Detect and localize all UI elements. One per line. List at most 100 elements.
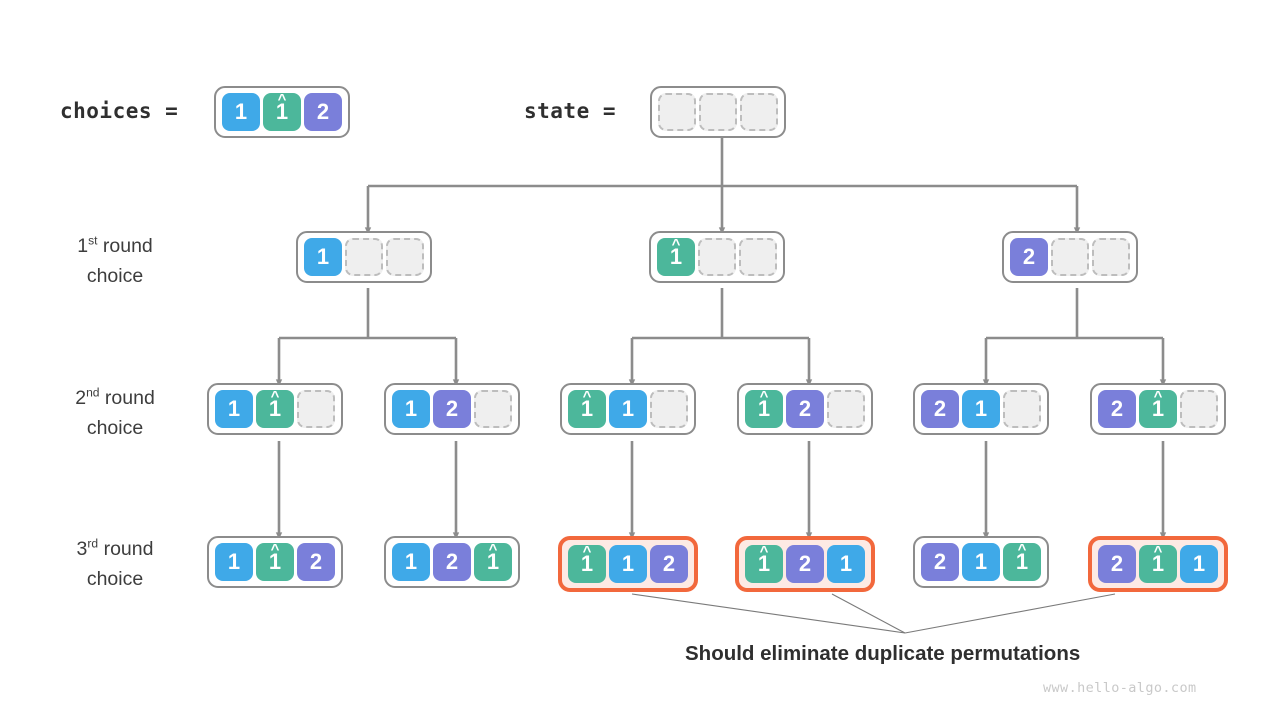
hat-value-glyph: ^1	[580, 389, 594, 421]
cell-label: 1	[486, 549, 500, 574]
cell-value-1: 1	[392, 390, 430, 428]
round-1-line2: choice	[86, 264, 144, 287]
cell-empty	[1092, 238, 1130, 276]
cell-empty	[386, 238, 424, 276]
cell-value-2: 2	[433, 390, 471, 428]
cell-empty	[658, 93, 696, 131]
cell-label: 1	[1151, 551, 1165, 576]
cell-empty	[297, 390, 335, 428]
cell-value-2: 2	[297, 543, 335, 581]
cell-empty	[827, 390, 865, 428]
hat-value-glyph: ^1	[1015, 542, 1029, 574]
round-3-rest: round	[98, 538, 154, 560]
cell-label: 1	[268, 396, 282, 421]
hat-value-glyph: ^1	[276, 92, 288, 123]
cell-label: 1	[1151, 396, 1165, 421]
state-node-round2-6: 2 ^1	[1090, 383, 1226, 435]
cell-value-1-hat: ^1	[568, 543, 606, 583]
state-array	[650, 86, 786, 138]
cell-label: 1	[757, 396, 771, 421]
round-3-ordinal: 3	[76, 538, 88, 560]
cell-label: 1	[316, 244, 330, 269]
cell-value-2: 2	[1098, 390, 1136, 428]
state-node-round3-1: 1^1 2	[207, 536, 343, 588]
hat-value-glyph: ^1	[1151, 389, 1165, 421]
cell-label: 1	[404, 549, 418, 574]
cell-value-1: 1	[215, 390, 253, 428]
cell-value-2: 2	[1010, 238, 1048, 276]
cell-label: 2	[445, 396, 459, 421]
cell-value-1-hat: ^1	[568, 389, 606, 428]
cell-label: 1	[974, 549, 988, 574]
round-2-line2: choice	[86, 416, 144, 439]
choices-label: choices =	[60, 99, 179, 123]
cell-label: 2	[316, 99, 330, 124]
cell-empty	[1180, 390, 1218, 428]
cell-value-1-hat: ^1	[263, 92, 301, 131]
cell-value-1: 1	[392, 543, 430, 581]
cell-empty	[1003, 390, 1041, 428]
hat-value-glyph: ^1	[757, 544, 771, 576]
cell-value-1-hat: ^1	[657, 237, 695, 276]
cell-label: 1	[1015, 549, 1029, 574]
round-2-rest: round	[99, 387, 155, 409]
caret-icon: ^	[277, 91, 287, 108]
round-2-ordinal: 2	[75, 387, 87, 409]
cell-empty	[740, 93, 778, 131]
cell-value-2: 2	[786, 390, 824, 428]
round-2-suffix: nd	[86, 385, 100, 400]
annotation-caption: Should eliminate duplicate permutations	[685, 642, 1081, 665]
cell-value-1: 1	[222, 93, 260, 131]
cell-label: 1	[580, 551, 594, 576]
cell-label: 2	[1110, 551, 1124, 576]
round-label-2: 2nd round choice	[25, 384, 205, 443]
cell-value-1: 1	[609, 390, 647, 428]
cell-label: 1	[621, 396, 635, 421]
pointer-line-1	[631, 593, 906, 634]
cell-value-1-hat: ^1	[256, 541, 294, 581]
cell-label: 1	[974, 396, 988, 421]
round-1-ordinal: 1	[77, 235, 89, 257]
cell-value-2: 2	[1098, 545, 1136, 583]
caret-icon: ^	[759, 388, 769, 405]
state-node-round1-1: 1	[296, 231, 432, 283]
round-label-3: 3rd round choice	[25, 535, 205, 594]
cell-value-1: 1	[962, 390, 1000, 428]
cell-label: 2	[933, 549, 947, 574]
caret-icon: ^	[1153, 543, 1163, 560]
choices-array: 1 ^1 2	[214, 86, 350, 138]
cell-value-1-hat: ^1	[745, 544, 783, 583]
state-node-round1-3: 2	[1002, 231, 1138, 283]
cell-value-2: 2	[433, 543, 471, 581]
cell-label: 2	[309, 549, 323, 574]
cell-empty	[650, 390, 688, 428]
cell-value-1-hat: ^1	[256, 389, 294, 428]
hat-value-glyph: ^1	[268, 389, 282, 421]
cell-label: 1	[757, 551, 771, 576]
caret-icon: ^	[1153, 388, 1163, 405]
round-label-1: 1st round choice	[25, 232, 205, 291]
caret-icon: ^	[759, 543, 769, 560]
cell-value-2: 2	[921, 543, 959, 581]
hat-value-glyph: ^1	[670, 237, 682, 268]
cell-value-1: 1	[215, 543, 253, 581]
cell-label: 1	[839, 551, 853, 576]
cell-empty	[1051, 238, 1089, 276]
cell-label: 1	[580, 396, 594, 421]
cell-value-1-hat: ^1	[474, 542, 512, 581]
caret-icon: ^	[270, 541, 280, 558]
cell-value-1: 1	[304, 238, 342, 276]
caret-icon: ^	[582, 543, 592, 560]
hat-value-glyph: ^1	[486, 542, 500, 574]
state-node-round1-2: ^1	[649, 231, 785, 283]
round-3-line2: choice	[86, 567, 144, 590]
cell-label: 1	[234, 99, 248, 124]
cell-value-2: 2	[650, 545, 688, 583]
